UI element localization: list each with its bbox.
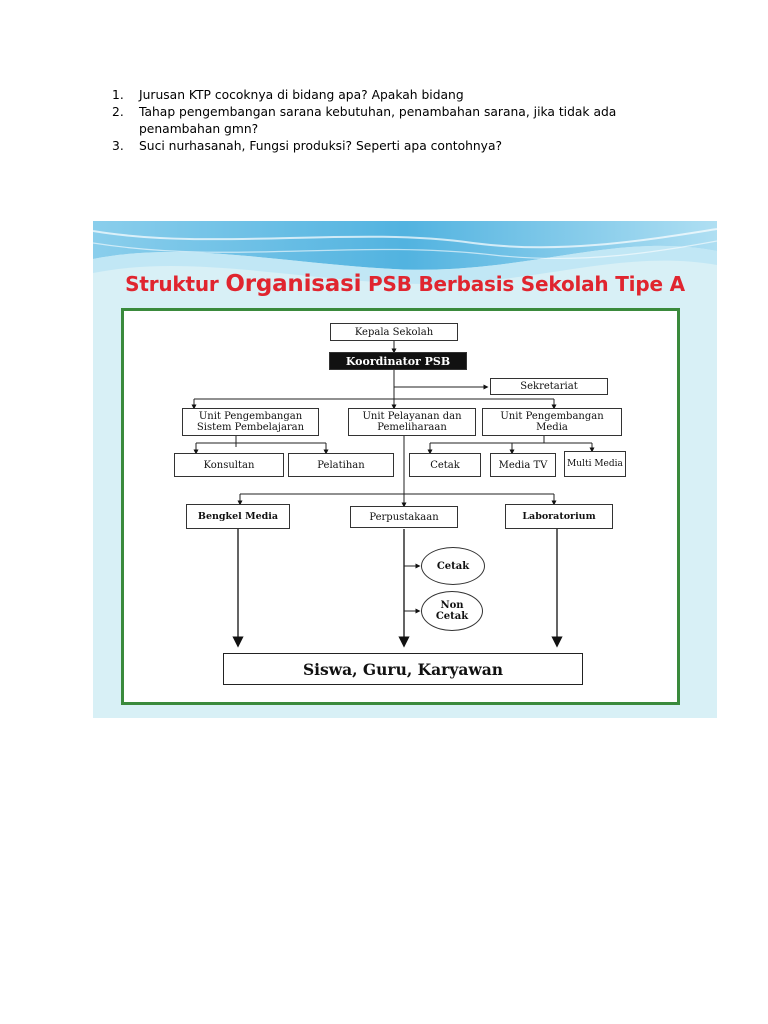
node-circle-non-cetak: Non Cetak bbox=[421, 591, 483, 631]
node-circle-cetak: Cetak bbox=[421, 547, 485, 585]
list-item: 3. Suci nurhasanah, Fungsi produksi? Sep… bbox=[112, 138, 692, 155]
slide-title: Struktur Organisasi PSB Berbasis Sekolah… bbox=[93, 271, 717, 297]
node-sekretariat: Sekretariat bbox=[490, 378, 608, 395]
node-konsultan: Konsultan bbox=[174, 453, 284, 477]
title-part: Struktur bbox=[125, 272, 219, 296]
connector-lines bbox=[191, 341, 595, 648]
embedded-slide-image: Struktur Organisasi PSB Berbasis Sekolah… bbox=[93, 221, 717, 718]
list-number: 2. bbox=[112, 105, 124, 119]
list-text: Tahap pengembangan sarana kebutuhan, pen… bbox=[139, 105, 617, 136]
node-cetak: Cetak bbox=[409, 453, 481, 477]
title-part: PSB Berbasis Sekolah Tipe A bbox=[368, 272, 685, 296]
node-bengkel-media: Bengkel Media bbox=[186, 504, 290, 529]
node-media-tv: Media TV bbox=[490, 453, 556, 477]
node-multi-media: Multi Media bbox=[564, 451, 626, 477]
node-unit-sistem-pembelajaran: Unit Pengembangan Sistem Pembelajaran bbox=[182, 408, 319, 436]
node-laboratorium: Laboratorium bbox=[505, 504, 613, 529]
node-unit-pengembangan-media: Unit Pengembangan Media bbox=[482, 408, 622, 436]
title-part: Organisasi bbox=[225, 271, 362, 297]
list-number: 3. bbox=[112, 139, 124, 153]
list-text: Suci nurhasanah, Fungsi produksi? Sepert… bbox=[139, 139, 503, 153]
list-item: 1. Jurusan KTP cocoknya di bidang apa? A… bbox=[112, 87, 692, 104]
node-pelatihan: Pelatihan bbox=[288, 453, 394, 477]
org-chart-panel: Kepala Sekolah Koordinator PSB Sekretari… bbox=[121, 308, 680, 705]
list-number: 1. bbox=[112, 88, 124, 102]
question-list: 1. Jurusan KTP cocoknya di bidang apa? A… bbox=[112, 87, 692, 155]
list-text: Jurusan KTP cocoknya di bidang apa? Apak… bbox=[139, 88, 464, 102]
node-koordinator-psb: Koordinator PSB bbox=[329, 352, 467, 370]
node-siswa-guru-karyawan: Siswa, Guru, Karyawan bbox=[223, 653, 583, 685]
list-item: 2. Tahap pengembangan sarana kebutuhan, … bbox=[112, 104, 692, 138]
node-perpustakaan: Perpustakaan bbox=[350, 506, 458, 528]
node-unit-pelayanan: Unit Pelayanan dan Pemeliharaan bbox=[348, 408, 476, 436]
node-kepala-sekolah: Kepala Sekolah bbox=[330, 323, 458, 341]
